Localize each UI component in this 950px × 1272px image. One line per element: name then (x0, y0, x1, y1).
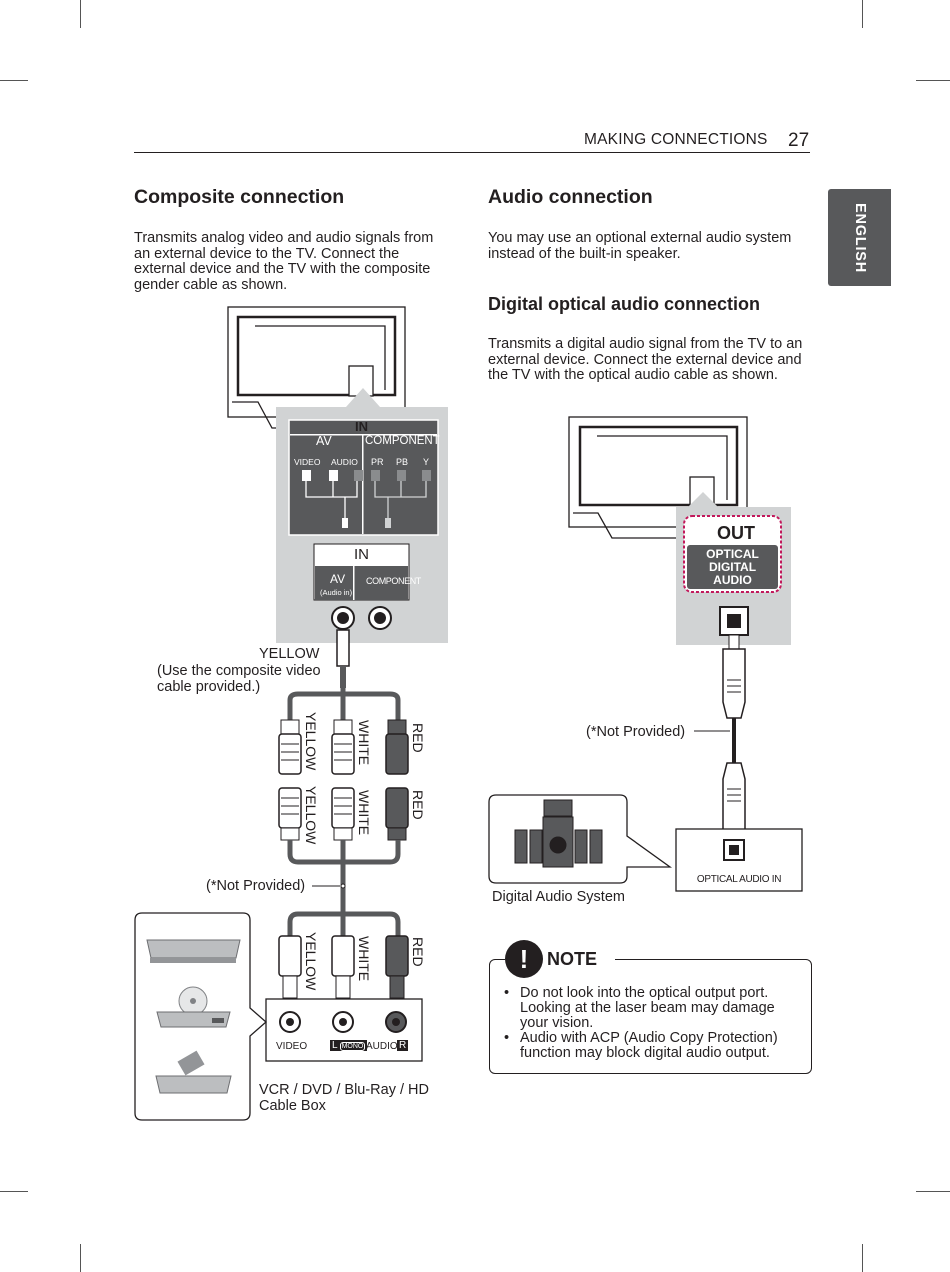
optical-body: Transmits a digital audio signal from th… (488, 336, 803, 383)
optical-line: AUDIO (713, 573, 752, 587)
panel1-pb-label: PB (396, 457, 409, 467)
cable-color-label: WHITE (356, 936, 372, 982)
panel2-audio-in-label: (Audio in) (320, 588, 353, 597)
device-video-label: VIDEO (276, 1041, 308, 1052)
crop-mark (0, 1191, 28, 1192)
panel1-av-label: AV (316, 434, 332, 448)
cable-color-label: YELLOW (303, 932, 319, 991)
device-mono-text: MONO (339, 1042, 366, 1051)
cable-color-label: RED (410, 790, 426, 820)
cable-color-label: WHITE (356, 720, 372, 766)
not-provided-label: (*Not Provided) (206, 878, 306, 894)
crop-mark (916, 80, 950, 81)
note-list: Do not look into the optical output port… (504, 986, 804, 1061)
crop-mark (0, 80, 28, 81)
device-r-label: R (397, 1040, 409, 1051)
crop-mark (916, 1191, 950, 1192)
device-icons (146, 939, 241, 1094)
cable-note: (Use the composite video cable provided.… (157, 663, 321, 695)
cable-color-label: RED (410, 723, 426, 753)
header-rule (134, 152, 810, 153)
optical-line: DIGITAL (708, 560, 757, 574)
cable-color-label: YELLOW (303, 712, 319, 771)
note-header: ! NOTE (505, 940, 615, 980)
device-audio-label: AUDIO (366, 1041, 398, 1052)
note-item: Audio with ACP (Audio Copy Protection) f… (504, 1031, 804, 1061)
panel1-component-label: COMPONENT (365, 435, 440, 447)
audio-system-label: Digital Audio System (492, 889, 625, 905)
rca-connector-row-top (278, 719, 409, 775)
panel1-audio-label: AUDIO (331, 457, 358, 467)
crop-mark (862, 1244, 863, 1272)
panel1-in-label: IN (355, 419, 368, 434)
rca-connector-row-bottom (278, 935, 409, 999)
cable-color-label: WHITE (356, 790, 372, 836)
optical-port-label: OPTICAL DIGITAL AUDIO (687, 548, 778, 587)
yellow-label: YELLOW (259, 646, 320, 662)
out-label: OUT (717, 523, 755, 543)
panel2-av-label: AV (330, 572, 346, 586)
composite-title: Composite connection (134, 186, 345, 208)
optical-in-label: OPTICAL AUDIO IN (696, 874, 782, 885)
composite-body: Transmits analog video and audio signals… (134, 230, 434, 293)
note-box (489, 959, 812, 1074)
panel2-component-label: COMPONENT (366, 576, 421, 586)
device-l-text: L (332, 1040, 338, 1051)
crop-mark (862, 0, 863, 28)
cable-color-label: RED (410, 937, 426, 967)
optical-title: Digital optical audio connection (488, 294, 761, 314)
optical-line: OPTICAL (706, 547, 759, 561)
crop-mark (80, 0, 81, 28)
panel1-pr-label: PR (371, 457, 384, 467)
running-head: MAKING CONNECTIONS (584, 131, 768, 148)
optical-not-provided-label: (*Not Provided) (586, 724, 686, 740)
audio-body: You may use an optional external audio s… (488, 230, 792, 262)
cable-color-label: YELLOW (303, 786, 319, 845)
device-label: VCR / DVD / Blu-Ray / HD Cable Box (259, 1082, 429, 1114)
panel1-video-label: VIDEO (294, 457, 321, 467)
crop-mark (80, 1244, 81, 1272)
note-title: NOTE (547, 949, 598, 969)
language-tab: ENGLISH (828, 189, 891, 286)
panel2-in-label: IN (354, 546, 369, 563)
exclamation-icon: ! (505, 940, 543, 978)
note-item: Do not look into the optical output port… (504, 986, 804, 1031)
audio-title: Audio connection (488, 186, 653, 208)
panel1-y-label: Y (423, 457, 430, 467)
page-number: 27 (788, 130, 810, 151)
